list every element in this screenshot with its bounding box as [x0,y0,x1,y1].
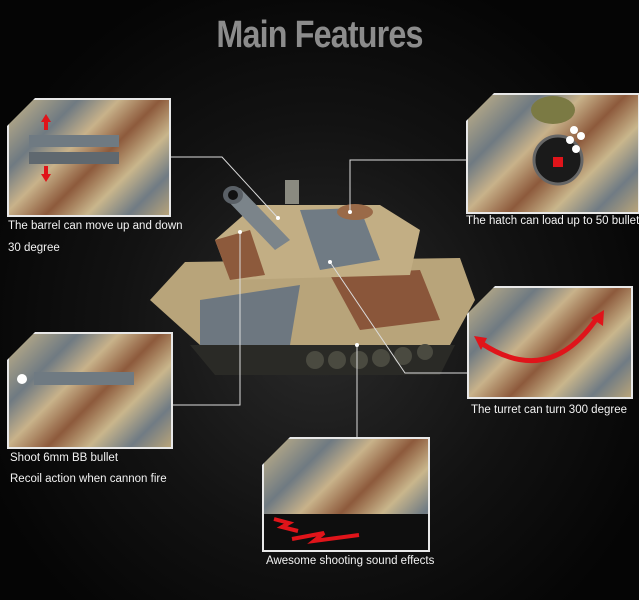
caption-sound: Awesome shooting sound effects [266,555,435,567]
sound-effect-icon [264,514,428,550]
bb-bullet-icon [17,372,134,385]
caption-shoot-2: Recoil action when cannon fire [10,473,167,485]
connector-lines [170,156,467,437]
caption-turret: The turret can turn 300 degree [471,404,627,416]
feature-panel-turret [467,286,633,399]
tank-barrel [223,186,290,250]
hatch-icon [531,96,585,186]
caption-hatch: The hatch can load up to 50 bullets [466,215,639,227]
page-title: Main Features [216,14,423,56]
feature-panel-barrel [7,98,171,217]
feature-panel-shoot [7,332,173,449]
feature-panel-hatch [466,93,639,214]
rotate-arrow-icon [474,310,604,364]
caption-barrel: The barrel can move up and down [8,220,183,232]
barrel-arrows-icon [29,114,119,182]
feature-panel-sound [262,437,430,552]
caption-barrel-2: 30 degree [8,242,60,254]
caption-shoot: Shoot 6mm BB bullet [10,452,119,464]
